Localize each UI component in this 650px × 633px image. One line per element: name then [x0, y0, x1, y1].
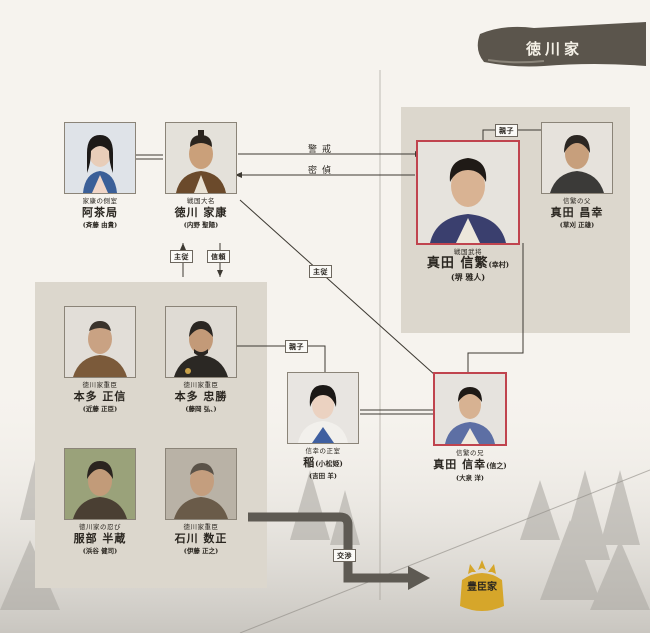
name-text: 服部 半蔵	[73, 532, 127, 545]
portrait-kazumasa	[165, 448, 237, 520]
role-ina: 信幸の正室	[305, 447, 341, 455]
portrait-icon	[166, 307, 236, 377]
portrait-acha	[64, 122, 136, 194]
portrait-masayuki	[541, 122, 613, 194]
role-masanobu: 徳川家重臣	[82, 381, 118, 389]
name-text: 徳川 家康	[174, 206, 228, 219]
person-ina[interactable]: 信幸の正室 稲(小松姫) (吉田 羊)	[268, 372, 378, 481]
portrait-icon	[288, 373, 358, 443]
person-masanobu[interactable]: 徳川家重臣 本多 正信 (近藤 正臣)	[45, 306, 155, 414]
portrait-tadakatsu	[165, 306, 237, 378]
name-kazumasa: 石川 数正	[146, 532, 256, 545]
name-nobushige: 真田 信繁(幸村)	[413, 257, 523, 271]
actor-kazumasa: (伊藤 正之)	[183, 547, 219, 555]
portrait-nobushige	[416, 140, 520, 245]
person-nobuyuki[interactable]: 信繁の兄 真田 信幸(信之) (大泉 洋)	[415, 372, 525, 483]
actor-tadakatsu: (藤岡 弘、)	[185, 405, 217, 413]
role-nobushige: 戦国武将	[454, 248, 482, 256]
name-text: 本多 正信	[73, 390, 127, 403]
name-text: 真田 信幸	[433, 458, 487, 471]
name-masanobu: 本多 正信	[45, 390, 155, 403]
name-tadakatsu: 本多 忠勝	[146, 390, 256, 403]
person-ieyasu[interactable]: 戦国大名 徳川 家康 (内野 聖陽)	[146, 122, 256, 230]
person-hanzo[interactable]: 徳川家の忍び 服部 半蔵 (浜谷 健司)	[45, 448, 155, 556]
name-ina: 稲(小松姫)	[268, 456, 378, 470]
actor-masayuki: (草刈 正雄)	[559, 221, 595, 229]
name-sub: (幸村)	[488, 260, 510, 269]
portrait-icon	[166, 123, 236, 193]
name-sub: (信之)	[486, 461, 507, 470]
parent-child-tag-honda: 親子	[285, 340, 308, 353]
actor-nobuyuki: (大泉 洋)	[456, 474, 484, 482]
role-acha: 家康の側室	[82, 197, 118, 205]
toyotomi-crest-icon	[460, 560, 504, 611]
name-nobuyuki: 真田 信幸(信之)	[415, 458, 525, 472]
role-nobuyuki: 信繁の兄	[456, 449, 484, 457]
actor-hanzo: (浜谷 健司)	[82, 547, 118, 555]
role-kazumasa: 徳川家重臣	[183, 523, 219, 531]
actor-masanobu: (近藤 正臣)	[82, 405, 118, 413]
person-kazumasa[interactable]: 徳川家重臣 石川 数正 (伊藤 正之)	[146, 448, 256, 556]
name-text: 本多 忠勝	[174, 390, 228, 403]
negotiation-tag: 交渉	[333, 549, 356, 562]
actor-ina: (吉田 羊)	[309, 472, 337, 480]
name-hanzo: 服部 半蔵	[45, 532, 155, 545]
name-ieyasu: 徳川 家康	[146, 206, 256, 219]
spy-label: 密偵	[308, 166, 337, 176]
portrait-ieyasu	[165, 122, 237, 194]
portrait-nobuyuki	[433, 372, 507, 446]
portrait-ina	[287, 372, 359, 444]
clan-banner	[477, 22, 646, 67]
portrait-icon	[65, 123, 135, 193]
actor-acha: (斉藤 由貴)	[82, 221, 118, 229]
portrait-icon	[65, 449, 135, 519]
portrait-icon	[418, 142, 518, 243]
warning-label: 警戒	[308, 145, 337, 155]
portrait-icon	[65, 307, 135, 377]
person-masayuki[interactable]: 信繁の父 真田 昌幸 (草刈 正雄)	[522, 122, 632, 230]
name-sub: (小松姫)	[315, 459, 343, 468]
name-acha: 阿茶局	[45, 206, 155, 219]
person-nobushige[interactable]: 戦国武将 真田 信繁(幸村) (堺 雅人)	[413, 140, 523, 282]
name-text: 稲	[303, 456, 316, 469]
role-hanzo: 徳川家の忍び	[79, 523, 121, 531]
role-tadakatsu: 徳川家重臣	[183, 381, 219, 389]
actor-nobushige: (堺 雅人)	[450, 272, 486, 282]
toyotomi-label: 豊臣家	[467, 582, 497, 593]
person-acha[interactable]: 家康の側室 阿茶局 (斉藤 由貴)	[45, 122, 155, 230]
name-text: 真田 信繁	[426, 256, 489, 271]
clan-title: 徳川家	[526, 40, 584, 58]
portrait-masanobu	[64, 306, 136, 378]
name-text: 石川 数正	[174, 532, 228, 545]
actor-ieyasu: (内野 聖陽)	[183, 221, 219, 229]
portrait-hanzo	[64, 448, 136, 520]
name-text: 真田 昌幸	[550, 206, 604, 219]
portrait-icon	[542, 123, 612, 193]
name-text: 阿茶局	[82, 206, 118, 219]
role-ieyasu: 戦国大名	[187, 197, 215, 205]
role-masayuki: 信繁の父	[563, 197, 591, 205]
portrait-icon	[435, 374, 505, 444]
portrait-icon	[166, 449, 236, 519]
name-masayuki: 真田 昌幸	[522, 206, 632, 219]
person-tadakatsu[interactable]: 徳川家重臣 本多 忠勝 (藤岡 弘、)	[146, 306, 256, 414]
parent-child-tag-sanada: 親子	[495, 124, 518, 137]
master-servant-tag: 主従	[170, 250, 193, 263]
trust-tag: 信頼	[207, 250, 230, 263]
master-servant-tag-nobuyuki: 主従	[309, 265, 332, 278]
